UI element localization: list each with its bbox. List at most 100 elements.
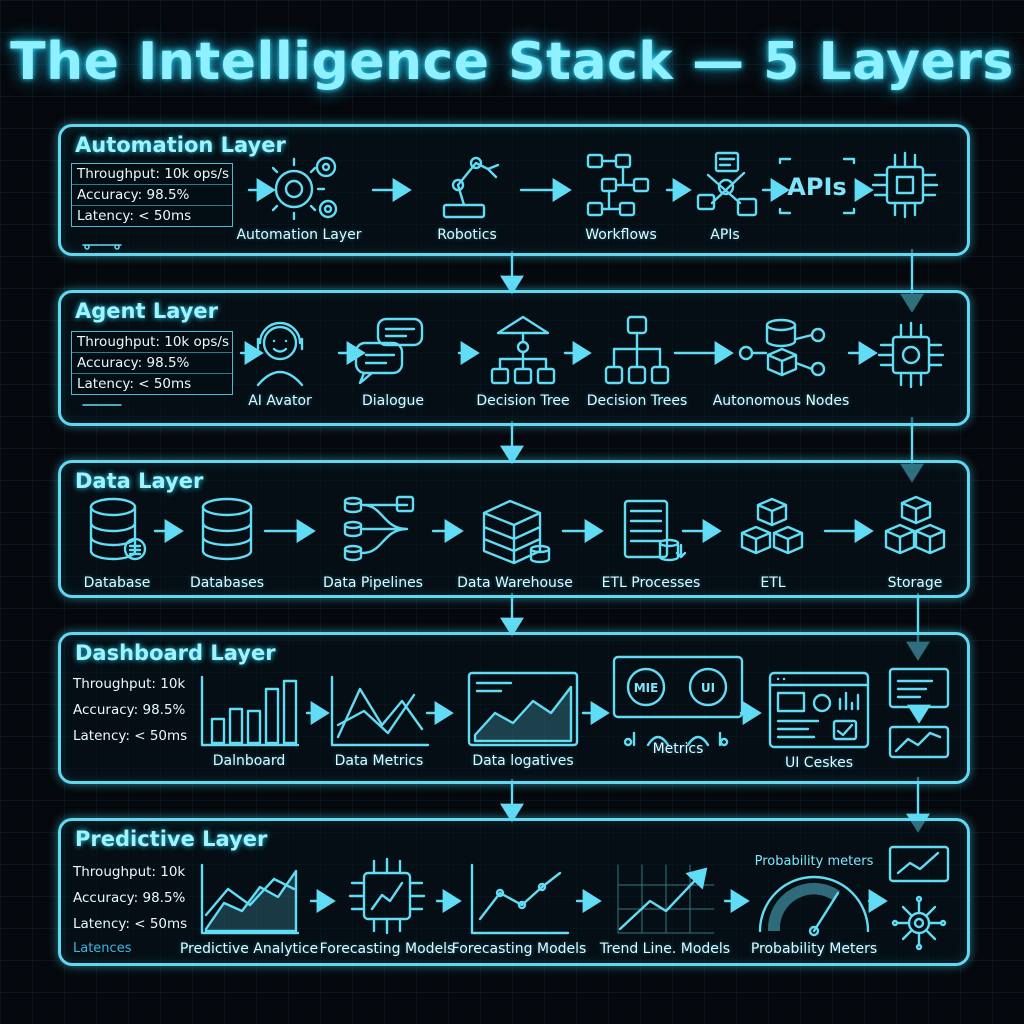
- flow-arrows: [153, 519, 874, 543]
- node-data-pipelines: Data Pipelines: [303, 489, 443, 591]
- databases-icon: [201, 497, 253, 561]
- metric-accuracy: Accuracy: 98.5%: [73, 890, 186, 906]
- ui-window-icon: [768, 671, 870, 749]
- dialogue-icon: [354, 317, 424, 385]
- node-decision-tree: Decision Tree: [453, 311, 593, 409]
- node-label: Forecasting Models: [451, 941, 587, 957]
- node-automation: Automation Layer: [229, 147, 369, 243]
- node-etl: ETL: [703, 493, 843, 591]
- node-chip: [861, 315, 961, 395]
- node-label: APIs: [710, 227, 740, 243]
- node-ui-ceskes: UI Ceskes: [749, 669, 889, 771]
- flow-arrows: [305, 701, 762, 725]
- svg-text:UI: UI: [701, 681, 715, 695]
- node-ai-avatar: AI Avator: [225, 313, 335, 409]
- gauges-icon: MIE UI: [612, 655, 744, 747]
- api-badge-icon: APIs: [778, 157, 856, 215]
- node-predictive-analytics: Predictive Analytice: [179, 859, 319, 957]
- metrics-box: Throughput: 10k ops/s Accuracy: 98.5% La…: [71, 163, 233, 227]
- flow-arrows: [82, 178, 874, 250]
- layer-name: Agent Layer: [75, 299, 219, 323]
- decision-tree-icon: [490, 315, 556, 385]
- network-hub-icon: [888, 845, 950, 951]
- node-label: Metrics: [652, 741, 704, 757]
- node-network-hub: [879, 843, 959, 955]
- node-storage: Storage: [845, 493, 985, 591]
- layer-name: Predictive Layer: [75, 827, 268, 851]
- latences-note: Latences: [73, 941, 132, 956]
- node-label: Decision Trees: [586, 393, 688, 409]
- robot-arm-icon: [442, 156, 500, 219]
- metric-accuracy: Accuracy: 98.5%: [72, 185, 232, 206]
- node-etl-processes: ETL Processes: [581, 493, 721, 591]
- node-label: Automation Layer: [236, 227, 362, 243]
- svg-text:APIs: APIs: [787, 173, 846, 201]
- node-data-metrics: Data Metrics: [309, 671, 449, 769]
- autonomous-nodes-icon: [738, 318, 826, 377]
- node-data-warehouse: Data Warehouse: [445, 493, 585, 591]
- node-label: Robotics: [437, 227, 497, 243]
- node-trend-line-models: Trend Line. Models: [595, 859, 735, 957]
- predictive-layer-panel: Predictive Layer Throughput: 10k Accurac…: [58, 818, 970, 966]
- forecast-chip-icon: [348, 857, 426, 935]
- page-title: The Intelligence Stack — 5 Layers: [10, 32, 1014, 92]
- layer-name: Automation Layer: [75, 133, 286, 157]
- node-metrics: MIE UI Metrics: [605, 653, 751, 757]
- storage-cubes-icon: [884, 495, 946, 555]
- ai-avatar-icon: [256, 321, 304, 387]
- metric-accuracy: Accuracy: 98.5%: [73, 702, 186, 718]
- node-chip: [855, 145, 955, 225]
- metrics-box: Throughput: 10k ops/s Accuracy: 98.5% La…: [71, 331, 233, 395]
- chip-icon: [877, 321, 945, 389]
- metric-latency: Latency: < 50ms: [73, 916, 188, 932]
- node-report: [879, 665, 959, 765]
- svg-text:MIE: MIE: [634, 681, 659, 695]
- metric-latency: Latency: < 50ms: [77, 376, 192, 392]
- line-chart-icon: [330, 675, 430, 747]
- gears-icon: [262, 156, 338, 221]
- node-label: Dialogue: [361, 393, 425, 409]
- node-decision-trees: Decision Trees: [567, 311, 707, 409]
- metric-latency: Latency: < 50ms: [77, 208, 192, 224]
- report-icon: [888, 667, 950, 759]
- node-autonomous-nodes: Autonomous Nodes: [701, 311, 861, 409]
- cubes-icon: [740, 497, 804, 555]
- etl-server-icon: [623, 499, 687, 562]
- layer-name: Dashboard Layer: [75, 641, 276, 665]
- automation-layer-panel: Automation Layer Throughput: 10k ops/s A…: [58, 124, 970, 256]
- node-label: Databases: [189, 575, 265, 591]
- node-label: Data Pipelines: [323, 575, 423, 591]
- node-label: Data Metrics: [334, 753, 424, 769]
- chip-icon: [871, 151, 939, 219]
- data-layer-panel: Data Layer Database Databases Data Pipel…: [58, 460, 970, 598]
- metric-throughput: Throughput: 10k ops/s: [72, 164, 232, 185]
- layer-name: Data Layer: [75, 469, 204, 493]
- node-probability-meters: Probability meters Probability Meters: [739, 847, 889, 957]
- metric-throughput: Throughput: 10k: [73, 676, 186, 692]
- node-label: Decision Tree: [476, 393, 570, 409]
- metric-throughput: Throughput: 10k ops/s: [72, 332, 232, 353]
- workflow-icon: [586, 153, 650, 217]
- database-icon: [89, 497, 147, 561]
- node-database: Database: [47, 493, 187, 591]
- node-api-badge: APIs: [767, 153, 867, 219]
- flow-arrows: [82, 341, 878, 406]
- node-label: Data Warehouse: [457, 575, 573, 591]
- node-forecasting-models-1: Forecasting Models: [317, 851, 457, 957]
- forecast-line-icon: [470, 863, 570, 935]
- node-robotics: Robotics: [397, 141, 537, 243]
- node-forecasting-models-2: Forecasting Models: [449, 859, 589, 957]
- node-label: Autonomous Nodes: [712, 393, 850, 409]
- trend-line-icon: [617, 864, 715, 934]
- metrics-box: Throughput: 10k Accuracy: 98.5% Latency:…: [71, 859, 191, 960]
- analytics-chart-icon: [200, 863, 300, 935]
- node-label: Workflows: [585, 227, 657, 243]
- node-label: Data logatives: [472, 753, 574, 769]
- node-label: Database: [83, 575, 151, 591]
- node-dashboard: Dalnboard: [179, 671, 319, 769]
- node-label: UI Ceskes: [784, 755, 854, 771]
- flow-arrows: [309, 889, 888, 913]
- node-data-logatives: Data logatives: [453, 669, 593, 769]
- node-label: ETL: [760, 575, 786, 591]
- metric-throughput: Throughput: 10k: [73, 864, 186, 880]
